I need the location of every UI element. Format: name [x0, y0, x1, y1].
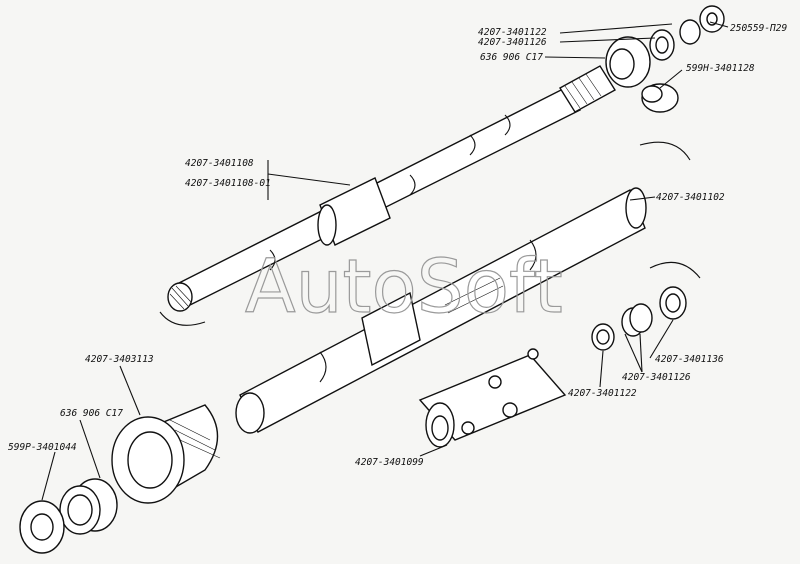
label-599R-3401044: 599Р-3401044	[8, 442, 77, 453]
rotation-arrow-lower	[649, 261, 701, 279]
bushing-599R	[19, 500, 65, 554]
label-4207-3401126-bottom: 4207-3401126	[622, 372, 691, 383]
label-4207-3401099: 4207-3401099	[355, 457, 424, 468]
bearing-636906	[605, 36, 651, 88]
rotation-arrow-left	[159, 311, 206, 326]
cardan-joint	[418, 348, 567, 448]
upper-shaft	[167, 65, 616, 312]
steering-tube	[235, 187, 647, 434]
label-4207-3401136: 4207-3401136	[655, 354, 724, 365]
label-4207-3401108-01: 4207-3401108-01	[185, 178, 271, 189]
bearing-lower-left	[59, 478, 118, 535]
label-4207-3401102: 4207-3401102	[656, 192, 725, 203]
label-636906-bottom: 636 906 С17	[60, 408, 123, 419]
label-4207-3401108: 4207-3401108	[185, 158, 254, 169]
label-4207-3401122-bottom: 4207-3401122	[568, 388, 637, 399]
rings-lower-right	[591, 286, 687, 351]
label-250559-P29: 250559-П29	[730, 23, 787, 34]
watermark-text: AutoSoft	[245, 244, 563, 330]
label-636906-top: 636 906 С17	[480, 52, 543, 63]
label-4207-3401126-top: 4207-3401126	[478, 37, 547, 48]
ring-parts-top	[649, 5, 725, 61]
rotation-arrow-right	[639, 141, 691, 161]
label-4207-3403113: 4207-3403113	[85, 354, 154, 365]
label-599N-3401128: 599Н-3401128	[686, 63, 755, 74]
bushing-599N	[641, 83, 679, 113]
label-4207-3401122-top: 4207-3401122	[478, 27, 547, 38]
leader-lines	[41, 21, 729, 501]
cone-boot	[111, 404, 221, 504]
